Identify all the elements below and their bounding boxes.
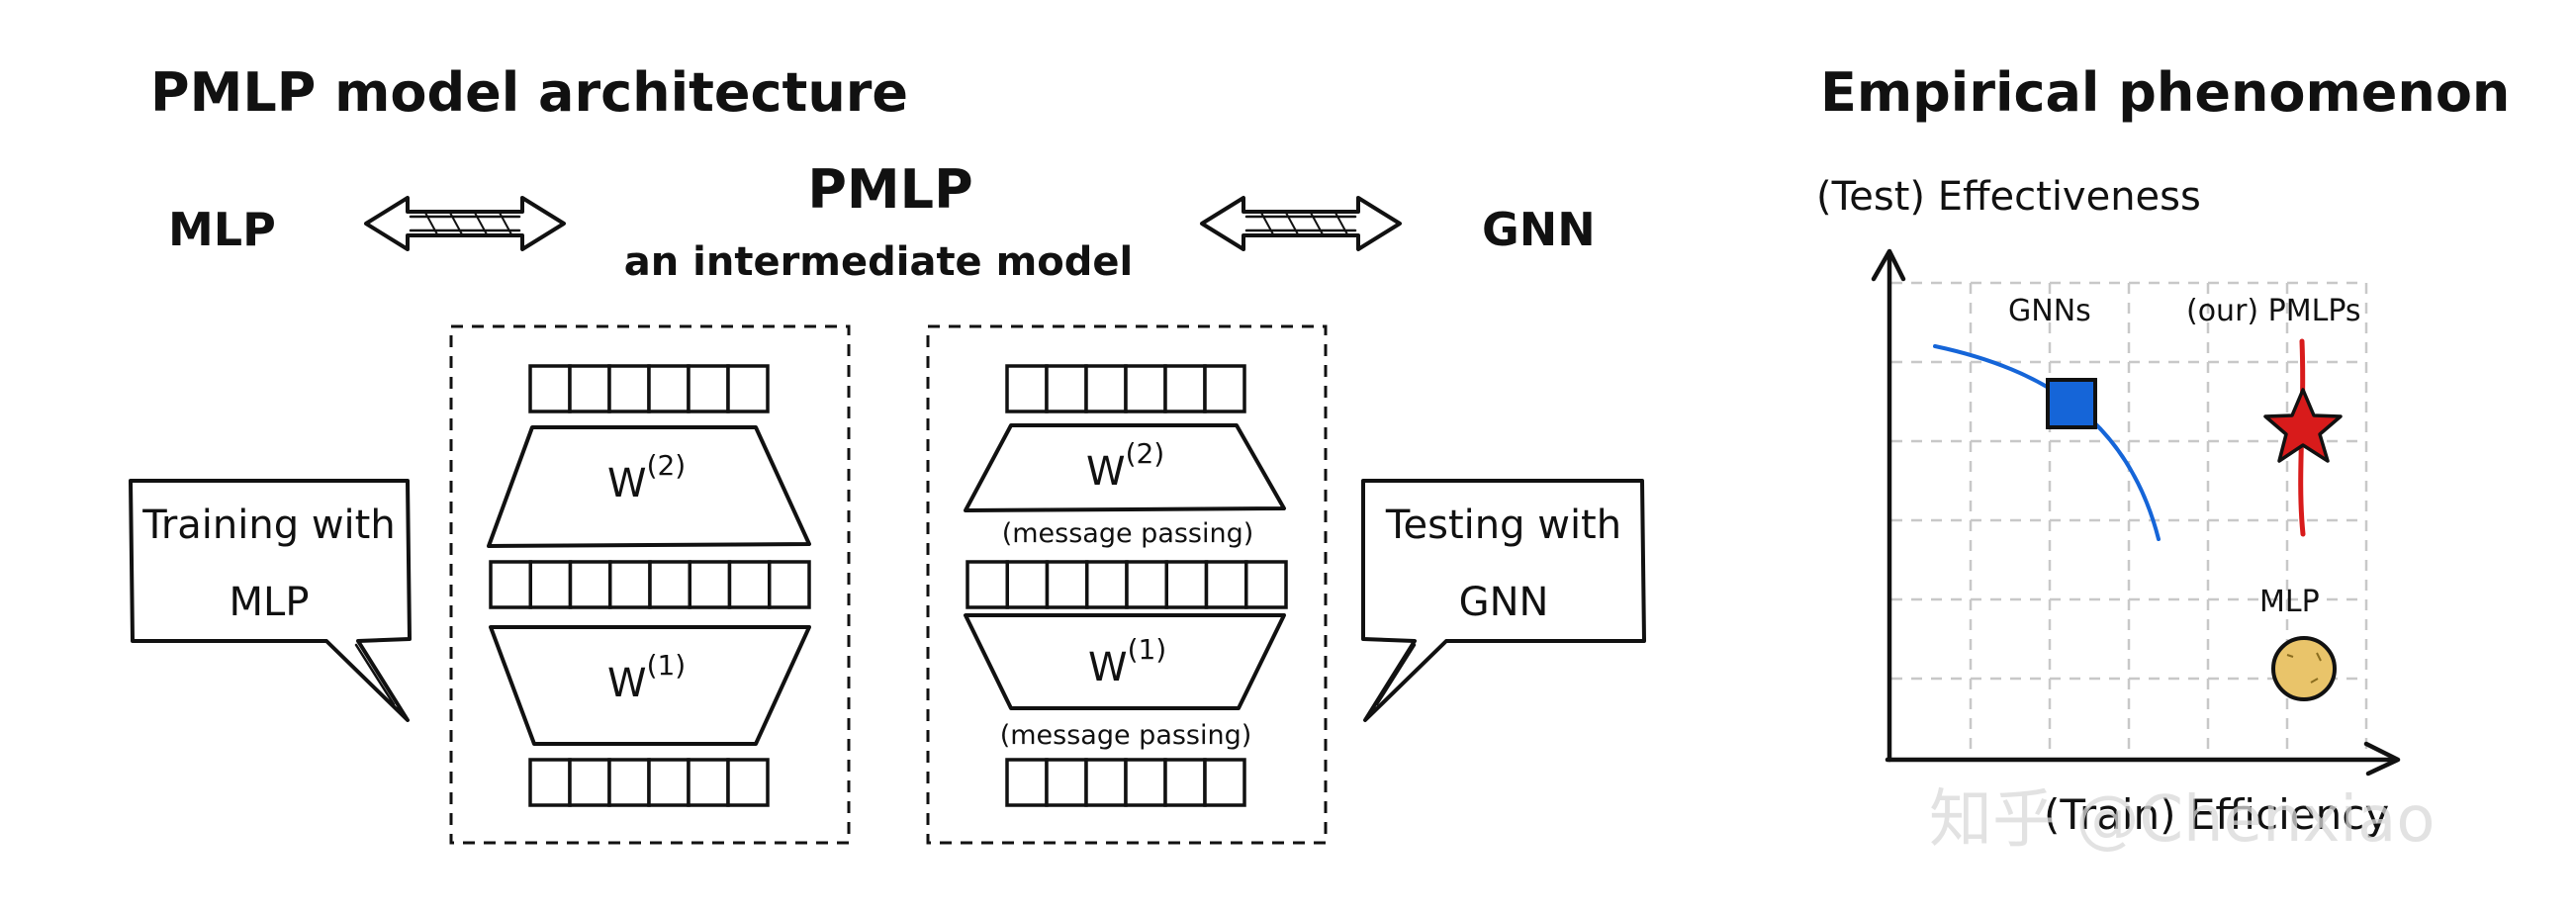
layer-cell — [1244, 560, 1288, 609]
double-arrow-icon — [1200, 196, 1402, 251]
layer-cell — [1204, 560, 1248, 609]
pmlp-label: PMLP — [807, 158, 972, 221]
layer-cell — [648, 560, 691, 609]
layer-cell — [687, 758, 730, 807]
architecture-title: PMLP model architecture — [150, 61, 908, 124]
layer-cell — [528, 560, 573, 609]
layer-cell — [1084, 758, 1128, 807]
layer-cell — [1045, 560, 1089, 609]
gnn-label: GNN — [1482, 203, 1596, 256]
pmlps-label: (our) PMLPs — [2186, 294, 2361, 328]
layer-cell — [726, 758, 770, 807]
layer-cell — [1084, 364, 1128, 413]
layer-cell — [528, 364, 572, 413]
layer-cell — [528, 758, 572, 807]
layer-cell — [966, 560, 1009, 609]
double-arrow-icon — [364, 196, 566, 251]
testing-speech-bubble: Testing with GNN — [1361, 479, 1646, 722]
layer-cell — [1163, 364, 1207, 413]
layer-cell — [1163, 758, 1207, 807]
layer-cell — [1124, 364, 1167, 413]
left-top-trapezoid — [487, 425, 811, 548]
right-top-trapezoid — [964, 423, 1286, 512]
y-axis-label: (Test) Effectiveness — [1816, 174, 2201, 220]
mlp-label: MLP — [168, 203, 276, 256]
watermark: 知乎 @Chenxiao — [1929, 783, 2436, 857]
left-input-layer — [528, 758, 770, 807]
right-hidden-layer — [966, 560, 1288, 609]
layer-cell — [1005, 560, 1050, 609]
left-model-box: W(2) W(1) — [449, 324, 851, 845]
layer-cell — [1045, 758, 1088, 807]
layer-cell — [726, 364, 770, 413]
layer-cell — [568, 364, 611, 413]
right-bottom-trapezoid — [964, 613, 1286, 710]
right-bottom-message-passing: (message passing) — [1000, 720, 1252, 751]
tradeoff-curve — [1933, 344, 2161, 541]
right-bottom-weight: W(1) — [1088, 633, 1166, 690]
circle-marker-icon — [2271, 636, 2337, 701]
layer-cell — [607, 758, 651, 807]
layer-cell — [1203, 364, 1246, 413]
layer-cell — [1124, 758, 1167, 807]
star-marker-icon — [2263, 388, 2343, 463]
layer-cell — [608, 560, 652, 609]
square-marker-icon — [2046, 378, 2097, 429]
training-bubble-line2: MLP — [230, 580, 310, 625]
right-output-layer — [1005, 364, 1246, 413]
left-top-weight: W(2) — [607, 449, 686, 506]
pmlp-subtitle: an intermediate model — [624, 239, 1134, 285]
right-top-message-passing: (message passing) — [1002, 518, 1254, 549]
layer-cell — [607, 364, 651, 413]
gnns-label: GNNs — [2008, 294, 2091, 328]
right-top-weight: W(2) — [1086, 437, 1164, 495]
testing-bubble-line1: Testing with — [1385, 503, 1621, 548]
layer-cell — [1045, 364, 1088, 413]
layer-cell — [647, 758, 690, 807]
layer-cell — [687, 364, 730, 413]
left-output-layer — [528, 364, 770, 413]
layer-cell — [647, 364, 690, 413]
x-axis-label: (Train) Efficiency — [2044, 790, 2389, 839]
layer-cell — [1005, 364, 1049, 413]
phenomenon-title: Empirical phenomenon — [1820, 61, 2510, 124]
layer-cell — [489, 560, 532, 609]
training-speech-bubble: Training with MLP — [129, 479, 412, 722]
layer-cell — [568, 758, 611, 807]
layer-cell — [1203, 758, 1246, 807]
right-model-box: W(2) (message passing) W(1) (message pas… — [926, 324, 1328, 845]
mlp-point-label: MLP — [2259, 585, 2320, 619]
layer-cell — [1125, 560, 1168, 609]
left-bottom-weight: W(1) — [607, 649, 686, 706]
left-bottom-trapezoid — [489, 625, 811, 746]
layer-cell — [1005, 758, 1049, 807]
layer-cell — [568, 560, 612, 609]
layer-cell — [1164, 560, 1209, 609]
training-bubble-line1: Training with — [141, 503, 395, 548]
layer-cell — [1085, 560, 1129, 609]
plot-grid — [1891, 281, 2368, 758]
layer-cell — [688, 560, 732, 609]
plot-axes — [1871, 248, 2401, 777]
testing-bubble-line2: GNN — [1459, 580, 1549, 625]
layer-cell — [727, 560, 772, 609]
right-input-layer — [1005, 758, 1246, 807]
layer-cell — [768, 560, 811, 609]
left-hidden-layer — [489, 560, 811, 609]
